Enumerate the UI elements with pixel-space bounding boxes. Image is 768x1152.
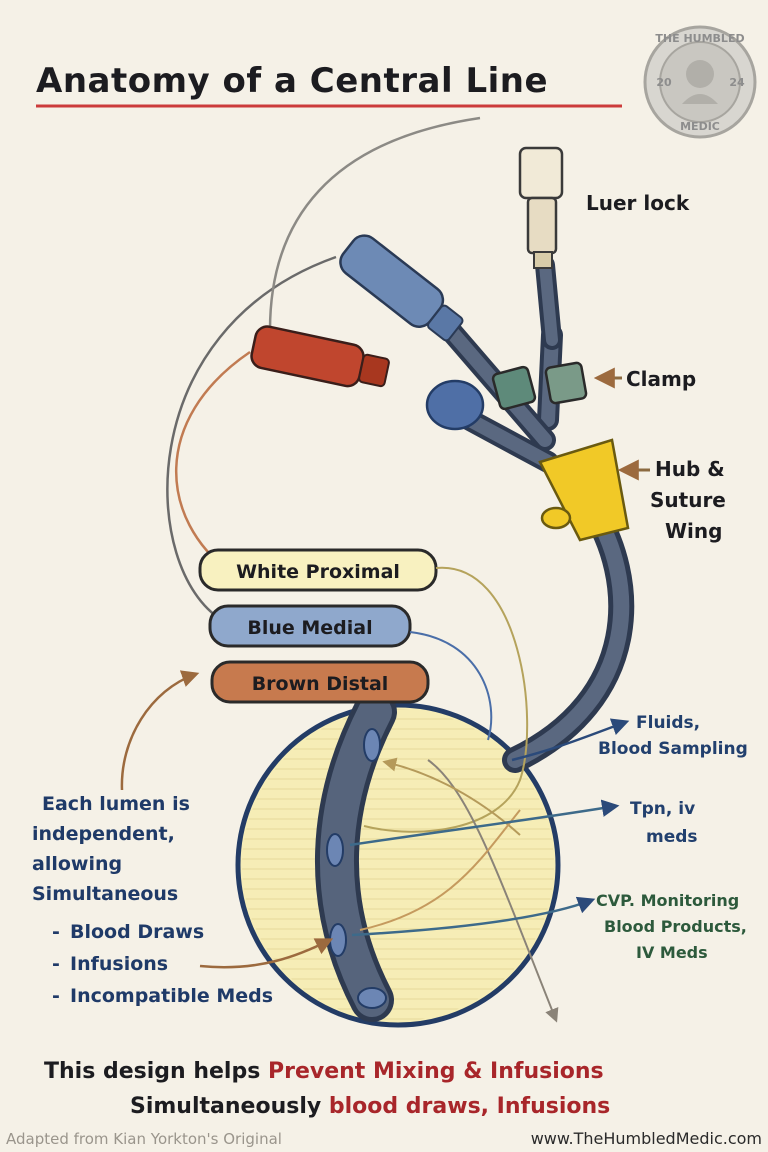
clamp-left	[491, 365, 537, 411]
hub-label-line2: Suture	[650, 488, 726, 512]
medial-use-line1: Tpn, iv	[630, 799, 695, 819]
note-bullet-3-dash: -	[52, 985, 60, 1007]
bottom-line1: This design helps Prevent Mixing & Infus…	[44, 1059, 604, 1084]
distal-pill-label: Brown Distal	[252, 673, 389, 695]
white-port-connector	[268, 116, 481, 331]
proximal-use-line1: Fluids,	[636, 713, 700, 733]
seal-right-text: 24	[729, 76, 745, 89]
bottom-line2-plain: Simultaneously	[130, 1094, 329, 1119]
clamp-label: Clamp	[626, 367, 696, 391]
seal-left-text: 20	[656, 76, 672, 89]
distal-use-line2: Blood Products,	[604, 917, 747, 936]
distal-outlet-arrow	[351, 896, 596, 937]
note-pointer-infusions	[199, 938, 334, 969]
bottom-line2-highlight: blood draws, Infusions	[329, 1094, 610, 1119]
gray-route	[427, 759, 559, 1023]
proximal-route	[363, 566, 529, 833]
medial-pill-label: Blue Medial	[247, 617, 372, 639]
bottom-line1-highlight: Prevent Mixing & Infusions	[268, 1059, 604, 1084]
lumen-grip	[425, 379, 485, 431]
bottom-line2: Simultaneously blood draws, Infusions	[130, 1094, 610, 1119]
medial-use-line2: meds	[646, 827, 698, 847]
distal-use-line3: IV Meds	[636, 943, 708, 962]
lumen-pill-medial: Blue Medial	[208, 604, 412, 648]
note-bullet-2: Infusions	[70, 953, 168, 975]
hub-label-line1: Hub &	[655, 457, 725, 481]
brown-port-connector	[175, 350, 251, 574]
hub-label-line3: Wing	[665, 519, 722, 543]
page-title: Anatomy of a Central Line	[36, 61, 548, 101]
medial-route	[409, 631, 493, 741]
tan-route	[382, 757, 521, 836]
note-bullet-1-dash: -	[52, 921, 60, 943]
blue-port-connector	[166, 255, 337, 622]
bottom-line1-plain: This design helps	[44, 1059, 268, 1084]
lumen-pill-proximal: White Proximal	[198, 548, 438, 592]
hub-suture-wing	[538, 438, 630, 542]
note-line1: Each lumen is	[42, 793, 190, 815]
proximal-pill-label: White Proximal	[236, 561, 400, 583]
proximal-use-line2: Blood Sampling	[598, 739, 748, 759]
note-line4: Simultaneous	[32, 883, 178, 905]
distal-use-line1: CVP. Monitoring	[596, 891, 739, 910]
catheter-tubing	[315, 255, 635, 1022]
note-pointer-up	[120, 670, 200, 791]
blue-medial-port	[339, 234, 464, 342]
note-line3: allowing	[32, 853, 122, 875]
luer-lock-port	[518, 146, 564, 269]
note-line2: independent,	[32, 823, 175, 845]
note-bullet-3: Incompatible Meds	[70, 985, 273, 1007]
footer-website: www.TheHumbledMedic.com	[531, 1129, 762, 1148]
clamp-right	[544, 361, 588, 405]
medial-outlet-arrow	[349, 799, 620, 847]
proximal-outlet-arrow	[511, 718, 630, 762]
tan-route-2	[359, 809, 521, 931]
seal-top-text: THE HUMBLED	[655, 32, 744, 45]
note-bullet-2-dash: -	[52, 953, 60, 975]
humbled-medic-seal: THE HUMBLED MEDIC 20 24	[643, 25, 757, 139]
luer-lock-label: Luer lock	[586, 191, 690, 215]
seal-bottom-text: MEDIC	[680, 120, 720, 133]
footer-credit: Adapted from Kian Yorkton's Original	[6, 1130, 282, 1148]
note-bullet-1: Blood Draws	[70, 921, 204, 943]
brown-distal-port	[250, 325, 390, 388]
lumen-pill-distal: Brown Distal	[210, 660, 430, 704]
